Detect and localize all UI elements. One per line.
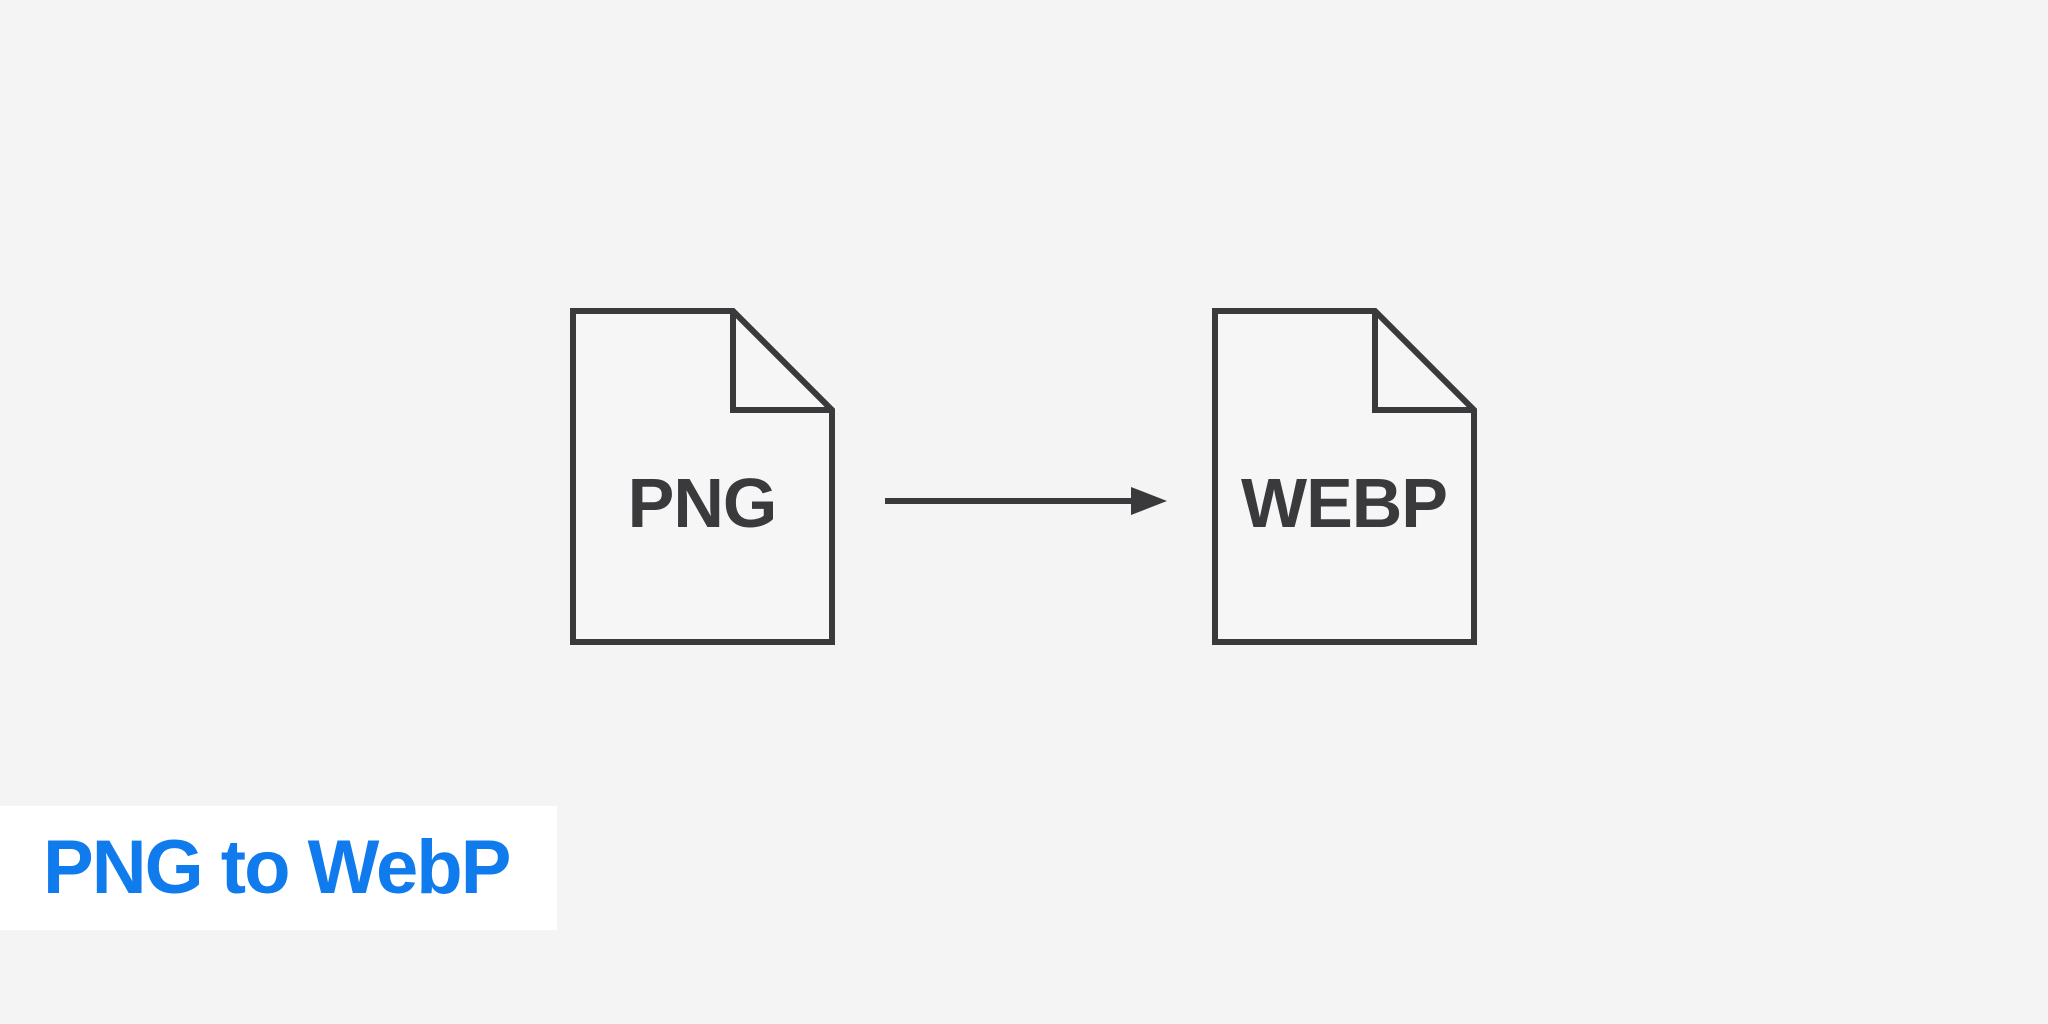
caption-badge: PNG to WebP [0,806,557,930]
source-file-label: PNG [628,464,777,542]
file-document-icon: WEBP [1212,308,1477,645]
target-file-label: WEBP [1241,464,1447,542]
arrow-shaft [885,498,1133,504]
target-file-icon: WEBP [1212,308,1477,645]
folded-corner-icon [1372,313,1472,413]
source-file-icon: PNG [570,308,835,645]
arrow-right-icon [885,487,1167,515]
file-document-icon: PNG [570,308,835,645]
document-outline [1212,308,1477,645]
folded-corner-icon [730,313,830,413]
arrow-head [1131,487,1167,515]
document-outline [570,308,835,645]
caption-text: PNG to WebP [43,825,511,910]
conversion-arrow [885,485,1167,517]
